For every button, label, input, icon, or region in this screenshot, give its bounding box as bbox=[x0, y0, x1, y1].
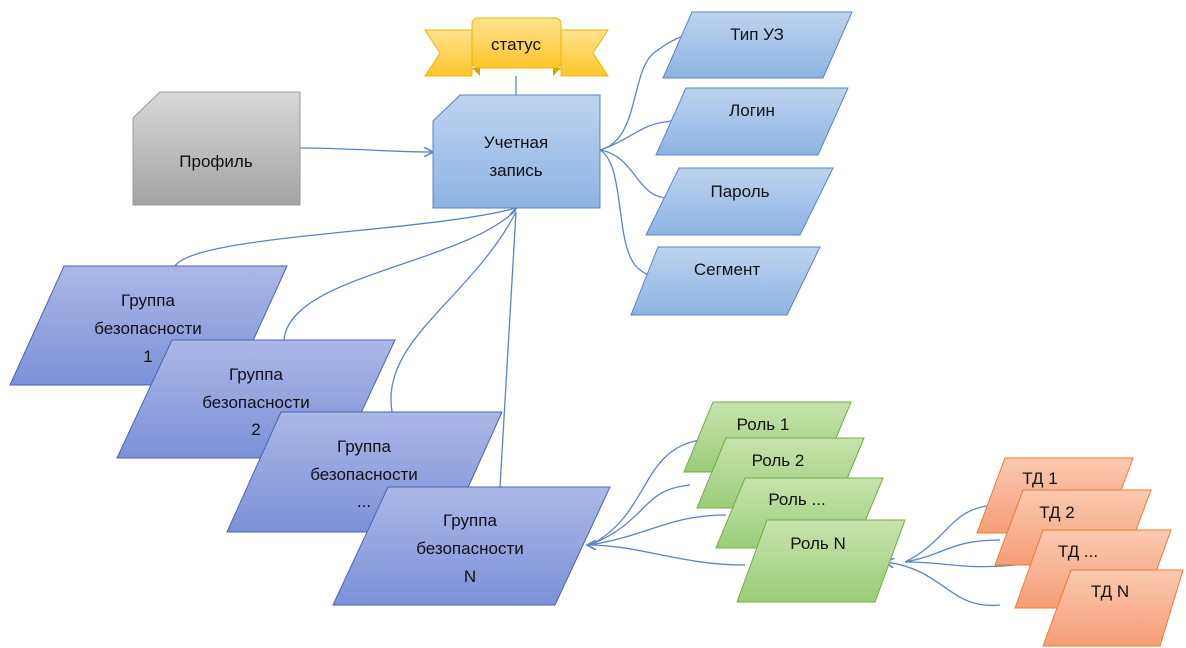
connector-roledots-groupn bbox=[589, 514, 727, 546]
security-group-n-line1: Группа bbox=[443, 511, 497, 530]
security-group-n-line3: N bbox=[464, 567, 476, 586]
connector-groupn-account bbox=[499, 211, 517, 488]
connector-rolen-groupn bbox=[588, 545, 746, 566]
security-group-dots-line3: ... bbox=[357, 492, 371, 511]
connector-role2-groupn bbox=[589, 484, 691, 546]
role-2-label: Роль 2 bbox=[752, 451, 805, 470]
status-ribbon: статус bbox=[424, 17, 609, 77]
connector-profile-account bbox=[299, 148, 432, 152]
connector-td2-rolen bbox=[904, 539, 1001, 563]
attribute-login-label: Логин bbox=[729, 101, 775, 120]
account-label-line1: Учетная bbox=[484, 133, 548, 152]
role-1-label: Роль 1 bbox=[737, 415, 790, 434]
attribute-type-label: Тип УЗ bbox=[730, 25, 784, 44]
connector-group2-account bbox=[283, 209, 517, 341]
security-group-1-line3: 1 bbox=[143, 347, 152, 366]
status-label: статус bbox=[491, 35, 541, 54]
security-group-2-line1: Группа bbox=[229, 365, 283, 384]
connector-group1-account bbox=[174, 208, 516, 267]
attribute-login-node: Логин bbox=[655, 87, 849, 156]
connector-account-password bbox=[599, 149, 669, 199]
security-group-dots-line2: безопасности bbox=[310, 465, 417, 484]
security-group-dots-line1: Группа bbox=[337, 437, 391, 456]
profile-node: Профиль bbox=[132, 91, 301, 206]
role-dots-label: Роль ... bbox=[768, 490, 825, 509]
attribute-password-node: Пароль bbox=[645, 167, 834, 236]
attribute-type-node: Тип УЗ bbox=[662, 11, 853, 79]
security-group-1-line2: безопасности bbox=[94, 319, 201, 338]
connector-account-type bbox=[599, 35, 684, 151]
security-group-1-line1: Группа bbox=[121, 291, 175, 310]
security-group-n-node: Группа безопасности N bbox=[332, 486, 611, 606]
attribute-segment-node: Сегмент bbox=[630, 246, 821, 316]
connectors bbox=[174, 35, 1016, 607]
connector-role1-groupn bbox=[589, 439, 701, 546]
connector-tddots-rolen bbox=[904, 561, 1016, 568]
account-label-line2: запись bbox=[489, 161, 542, 180]
attribute-segment-label: Сегмент bbox=[694, 260, 760, 279]
role-n-label: Роль N bbox=[790, 534, 845, 553]
td-2-label: ТД 2 bbox=[1039, 503, 1075, 522]
td-n-label: ТД N bbox=[1091, 582, 1129, 601]
security-group-2-line2: безопасности bbox=[202, 393, 309, 412]
connector-tdn-rolen bbox=[886, 562, 1001, 607]
profile-label: Профиль bbox=[179, 152, 253, 171]
role-n-node: Роль N bbox=[736, 519, 906, 603]
account-node: Учетная запись bbox=[432, 94, 601, 209]
connector-td1-rolen bbox=[904, 504, 1001, 563]
attribute-password-label: Пароль bbox=[711, 182, 770, 201]
td-dots-label: ТД ... bbox=[1058, 542, 1098, 561]
security-group-2-line3: 2 bbox=[251, 420, 260, 439]
connector-groupdots-account bbox=[390, 211, 517, 413]
td-n-node: ТД N bbox=[1042, 569, 1184, 647]
td-1-label: ТД 1 bbox=[1022, 469, 1058, 488]
security-group-n-line2: безопасности bbox=[416, 539, 523, 558]
